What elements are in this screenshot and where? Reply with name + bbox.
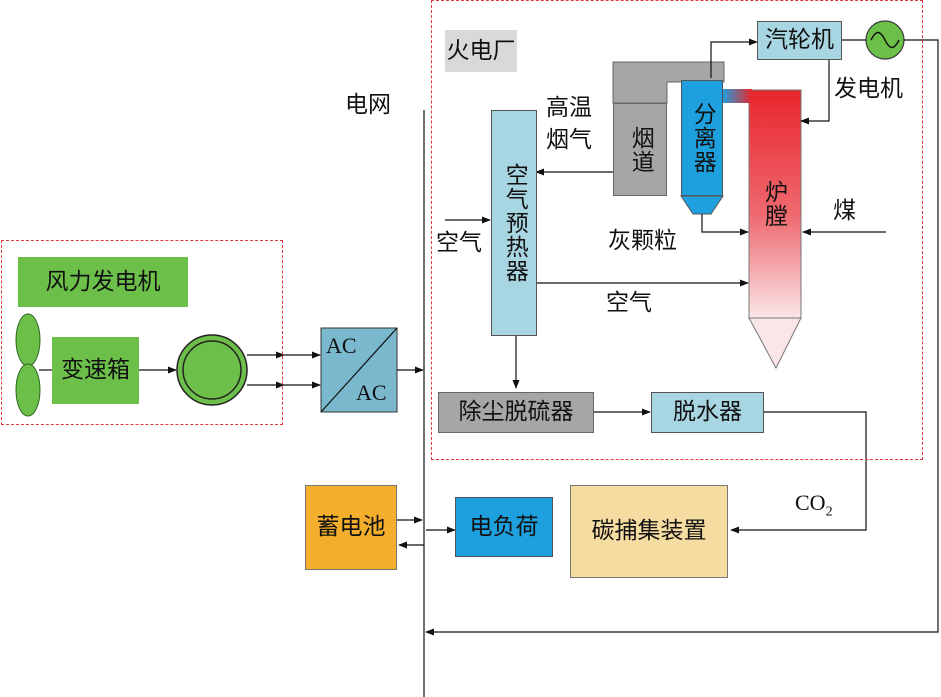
ash-particles-label: 灰颗粒 [608, 228, 677, 254]
co2-label: CO2 [795, 490, 833, 520]
turbine-box: 汽轮机 [757, 21, 842, 60]
separator-cone [680, 195, 724, 215]
thermal-plant-title: 火电厂 [445, 30, 517, 72]
air-in-label: 空气 [436, 230, 482, 256]
ac-input-label: AC [326, 333, 357, 358]
wind-turbine-title: 风力发电机 [18, 257, 188, 307]
gearbox-box: 变速箱 [52, 337, 139, 404]
high-temp-flue-gas-label: 高温烟气 [546, 95, 592, 154]
furnace-label: 炉膛 [760, 180, 787, 228]
grid-label: 电网 [345, 92, 391, 118]
coal-label: 煤 [833, 198, 856, 224]
air-preheater-box: 空气预热器 [491, 110, 537, 336]
wind-generator-inner [182, 340, 242, 400]
dehydrator-box: 脱水器 [651, 392, 764, 433]
blade-bottom [15, 363, 41, 417]
electric-load-box: 电负荷 [455, 497, 553, 557]
furnace-hopper [748, 317, 802, 370]
flue-duct-box: 烟道 [613, 103, 667, 196]
thermal-plant-region [431, 0, 923, 460]
separator-box: 分离器 [681, 80, 723, 196]
battery-box: 蓄电池 [305, 485, 397, 570]
carbon-capture-box: 碳捕集装置 [570, 485, 728, 578]
generator-label: 发电机 [834, 76, 903, 102]
ac-output-label: AC [356, 380, 387, 405]
air-to-furnace-label: 空气 [606, 290, 652, 316]
dust-desulfurizer-box: 除尘脱硫器 [438, 392, 594, 433]
wind-turbine-region [1, 240, 283, 425]
ac-sine-icon [870, 31, 900, 49]
separator-connector [722, 89, 752, 103]
